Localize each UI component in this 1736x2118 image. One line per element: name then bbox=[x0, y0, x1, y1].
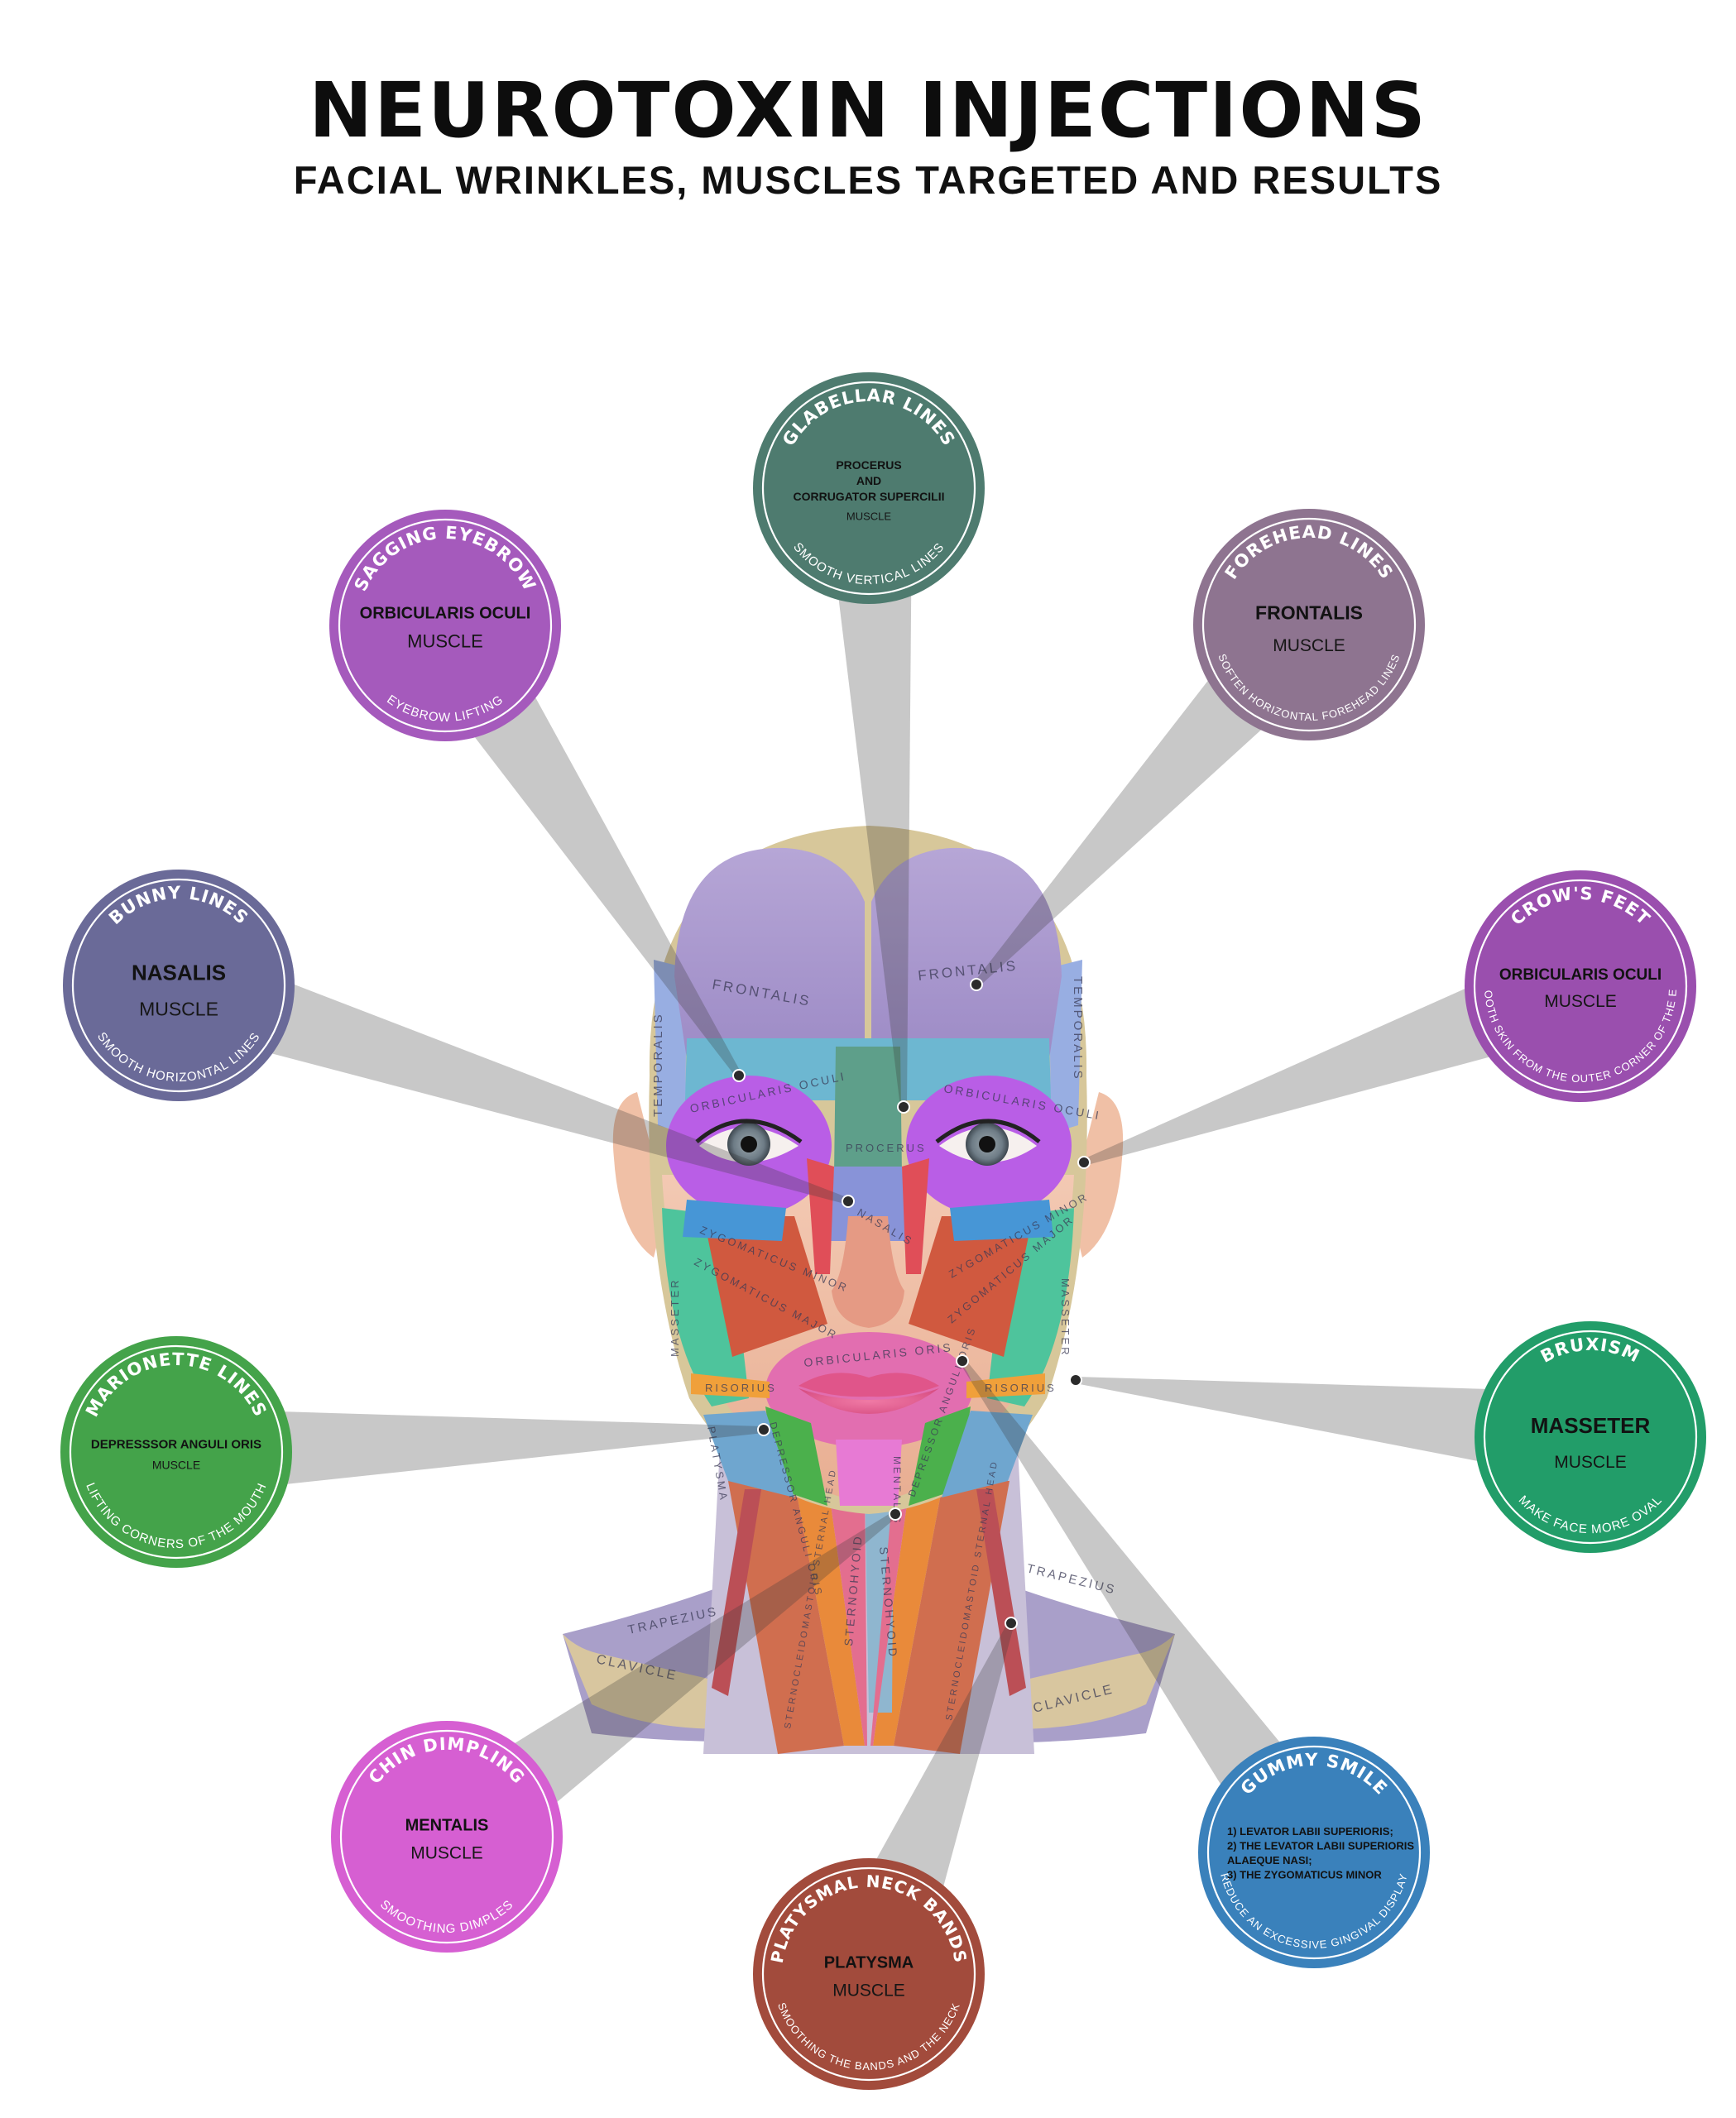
platysmal-beam bbox=[875, 1622, 1014, 1889]
bruxism-muscle-line: MASSETER bbox=[1531, 1413, 1651, 1438]
masseter-right-label: MASSETER bbox=[1059, 1278, 1072, 1358]
forehead-circle bbox=[1193, 509, 1425, 740]
gummy-muscle-line: ALAEQUE NASI; bbox=[1227, 1854, 1312, 1866]
sagging-eyebrow-beam bbox=[473, 695, 742, 1078]
glabellar-beam bbox=[838, 593, 912, 1108]
bunny-circle bbox=[63, 870, 295, 1101]
gummy-ring bbox=[1206, 1745, 1422, 1960]
bruxism-target-dot bbox=[1069, 1373, 1082, 1387]
sagging-eyebrow-muscle-word: MUSCLE bbox=[407, 630, 483, 651]
procerus-label: PROCERUS bbox=[846, 1142, 927, 1154]
right-eye bbox=[935, 1119, 1041, 1166]
temporalis-left-label: TEMPORALIS bbox=[651, 1012, 665, 1117]
chin-muscle-word: MUSCLE bbox=[410, 1844, 483, 1863]
risorius-left-label: RISORIUS bbox=[705, 1382, 777, 1394]
crows-feet-muscle-line: ORBICULARIS OCULI bbox=[1499, 966, 1662, 984]
bruxism-beam bbox=[1075, 1377, 1488, 1462]
sagging-eyebrow-ring bbox=[338, 518, 553, 733]
temporalis-right-label: TEMPORALIS bbox=[1071, 976, 1085, 1081]
sagging-eyebrow-target-dot bbox=[732, 1069, 746, 1082]
bruxism-ring bbox=[1483, 1330, 1698, 1545]
gummy-target-dot bbox=[956, 1354, 969, 1368]
masseter-left-label: MASSETER bbox=[669, 1277, 681, 1357]
crows-feet-beam bbox=[1082, 988, 1492, 1166]
sagging-eyebrow-circle bbox=[329, 510, 561, 741]
glabellar-circle bbox=[753, 372, 985, 604]
glabellar-ring bbox=[761, 381, 976, 596]
platysmal-muscle-word: MUSCLE bbox=[832, 1981, 905, 2001]
glabellar-muscle-line: PROCERUS bbox=[836, 458, 901, 472]
neck-and-shoulders bbox=[563, 1448, 1175, 1754]
gummy-circle bbox=[1198, 1737, 1430, 1968]
bunny-muscle-word: MUSCLE bbox=[139, 998, 218, 1019]
chin-target-dot bbox=[889, 1507, 902, 1521]
crows-feet-circle bbox=[1465, 870, 1696, 1102]
marionette-muscle-word: MUSCLE bbox=[152, 1459, 200, 1472]
crows-feet-muscle-word: MUSCLE bbox=[1544, 992, 1617, 1011]
bruxism-muscle-word: MUSCLE bbox=[1554, 1453, 1627, 1472]
forehead-beam bbox=[974, 678, 1264, 987]
glabellar-muscle-word: MUSCLE bbox=[846, 510, 892, 522]
forehead-muscle-line: FRONTALIS bbox=[1255, 602, 1363, 624]
forehead-ring bbox=[1201, 517, 1417, 732]
bunny-beam bbox=[270, 984, 850, 1205]
bunny-muscle-line: NASALIS bbox=[132, 960, 226, 985]
chin-muscle-line: MENTALIS bbox=[405, 1816, 489, 1834]
marionette-beam bbox=[282, 1411, 765, 1485]
page-title: NEUROTOXIN INJECTIONS bbox=[309, 66, 1427, 155]
marionette-muscle-line: DEPRESSSOR ANGULI ORIS bbox=[91, 1438, 261, 1452]
bunny-ring bbox=[71, 878, 286, 1093]
page-subtitle: FACIAL WRINKLES, MUSCLES TARGETED AND RE… bbox=[293, 158, 1443, 202]
bruxism-circle bbox=[1475, 1321, 1706, 1553]
pointer-beams bbox=[270, 593, 1492, 1889]
chin-circle bbox=[331, 1721, 563, 1953]
glabellar-muscle-line: AND bbox=[856, 474, 881, 487]
glabellar-target-dot bbox=[897, 1100, 910, 1114]
platysmal-circle bbox=[753, 1858, 985, 2090]
forehead-target-dot bbox=[970, 978, 983, 991]
crows-feet-target-dot bbox=[1077, 1156, 1091, 1169]
platysmal-target-dot bbox=[1005, 1617, 1018, 1630]
marionette-ring bbox=[69, 1344, 284, 1560]
head bbox=[612, 826, 1124, 1514]
glabellar-muscle-line: CORRUGATOR SUPERCILII bbox=[793, 490, 944, 503]
gummy-muscle-line: 2) THE LEVATOR LABII SUPERIORIS bbox=[1227, 1839, 1414, 1852]
marionette-circle bbox=[60, 1336, 292, 1568]
chin-beam bbox=[512, 1511, 898, 1804]
bunny-target-dot bbox=[842, 1195, 855, 1208]
chin-ring bbox=[339, 1729, 554, 1944]
left-eye bbox=[695, 1119, 803, 1166]
gummy-muscle-line: 1) LEVATOR LABII SUPERIORIS; bbox=[1227, 1825, 1393, 1838]
crows-feet-ring bbox=[1473, 879, 1688, 1094]
platysmal-muscle-line: PLATYSMA bbox=[824, 1953, 914, 1972]
gummy-muscle-line: 3) THE ZYGOMATICUS MINOR bbox=[1227, 1869, 1382, 1881]
gummy-beam bbox=[959, 1358, 1282, 1786]
risorius-right-label: RISORIUS bbox=[985, 1382, 1057, 1394]
sagging-eyebrow-muscle-line: ORBICULARIS OCULI bbox=[360, 605, 531, 623]
platysmal-ring bbox=[761, 1866, 976, 2082]
forehead-muscle-word: MUSCLE bbox=[1273, 636, 1345, 655]
marionette-target-dot bbox=[757, 1423, 770, 1436]
